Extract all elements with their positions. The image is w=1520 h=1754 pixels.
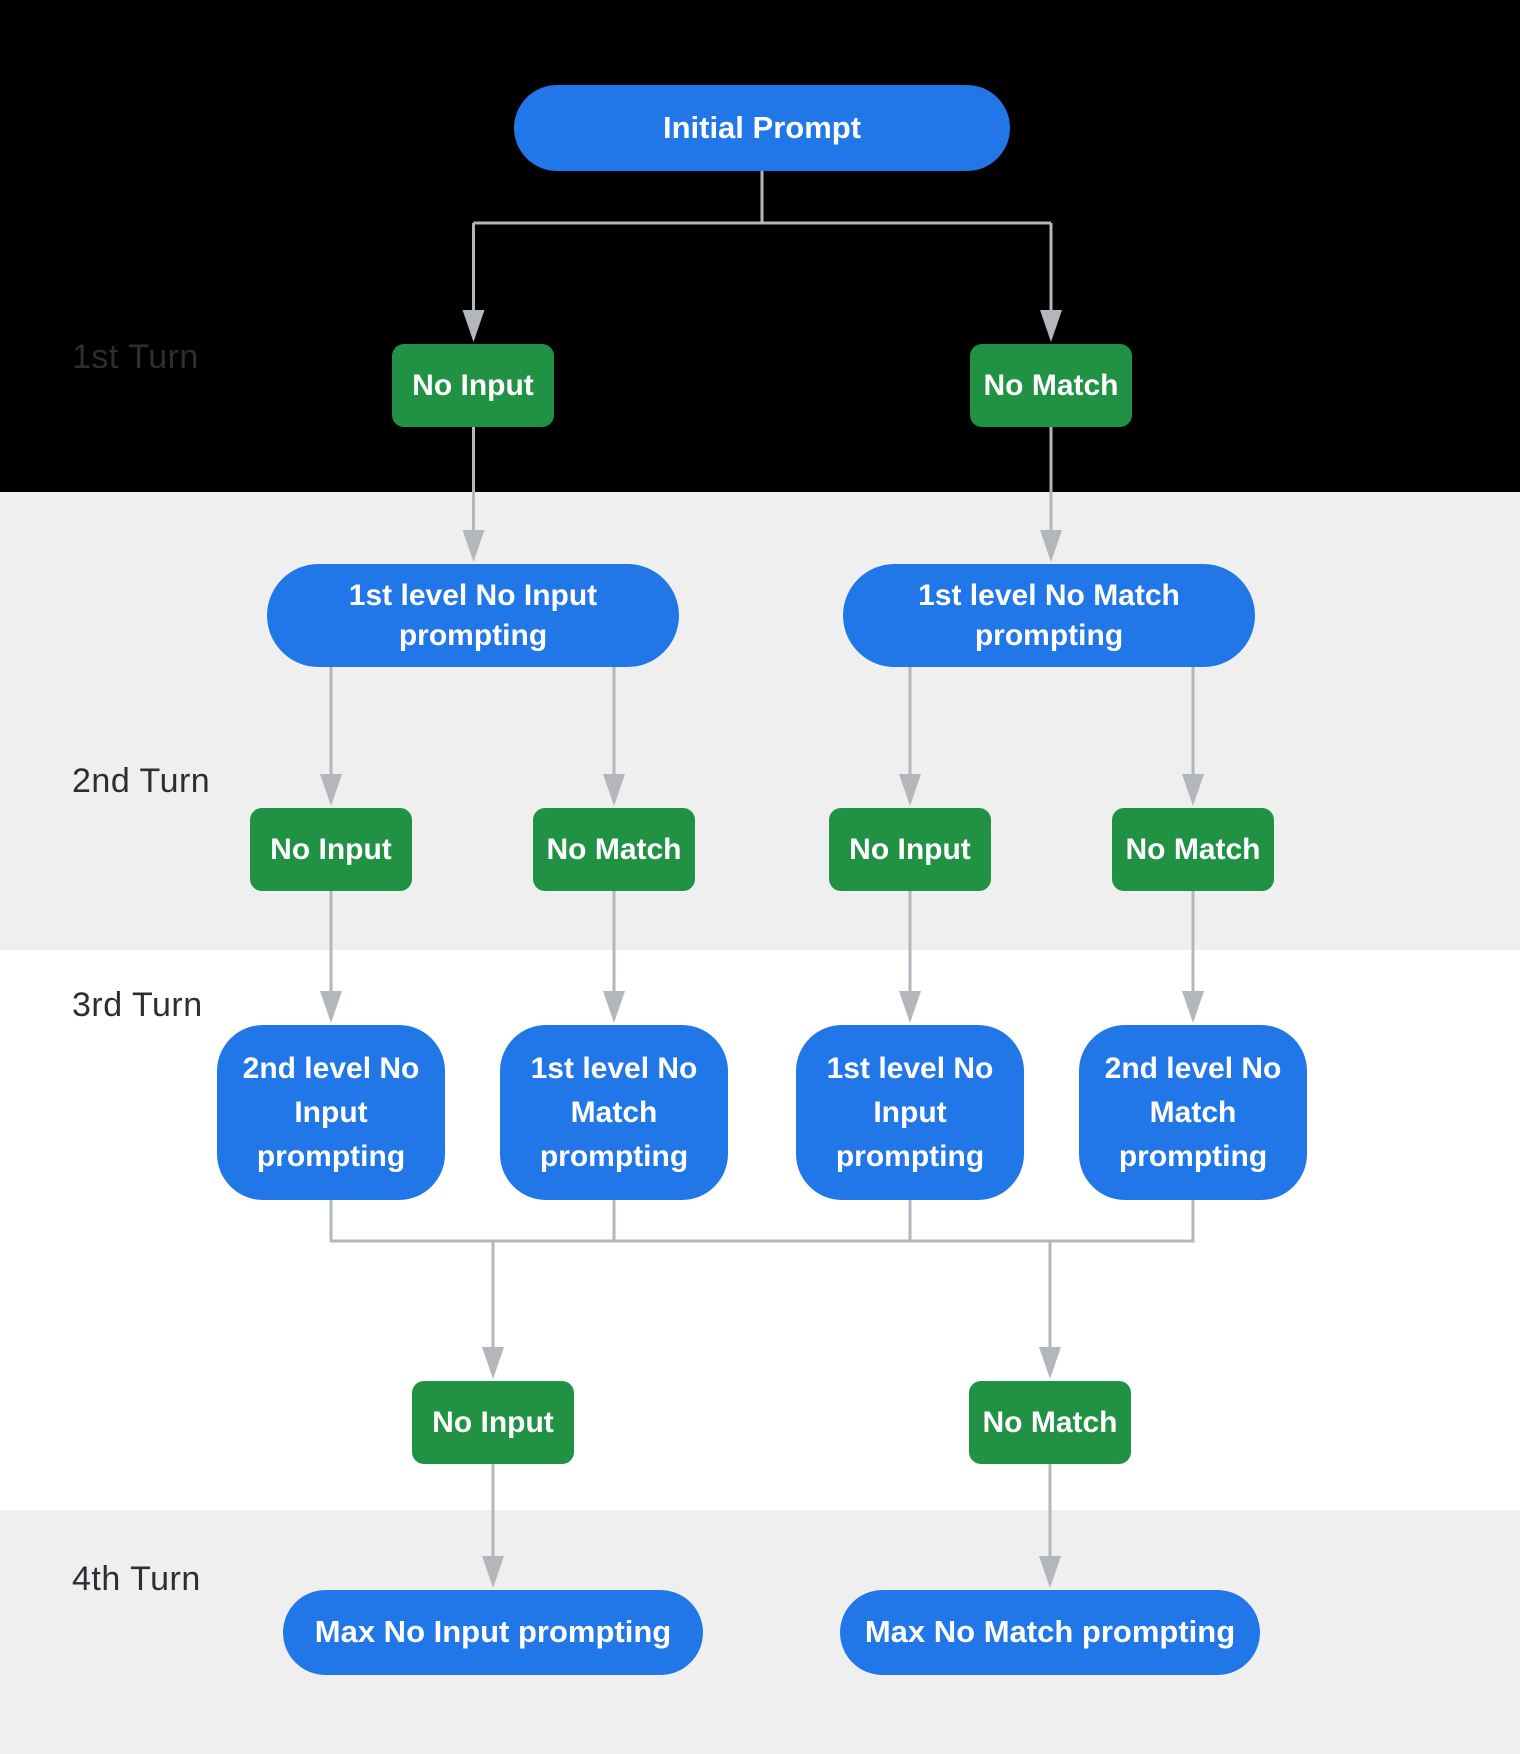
node-merge-no-match: No Match (969, 1381, 1131, 1464)
node-t2-no-match-2: No Match (1112, 808, 1274, 891)
turn-label-4: 4th Turn (72, 1560, 201, 1598)
node-t1-no-input: No Input (392, 344, 554, 427)
band-turn-4 (0, 1510, 1520, 1754)
node-t1-no-match: No Match (970, 344, 1132, 427)
band-turn-1 (0, 0, 1520, 492)
node-1st-level-no-match-prompting: 1st level No Match prompting (843, 564, 1255, 667)
node-t2-no-input-1: No Input (250, 808, 412, 891)
node-merge-no-input: No Input (412, 1381, 574, 1464)
node-1st-level-no-input-prompting: 1st level No Input prompting (267, 564, 679, 667)
node-1st-level-no-match-prompting-2: 1st level No Match prompting (500, 1025, 728, 1200)
node-2nd-level-no-match-prompting: 2nd level No Match prompting (1079, 1025, 1307, 1200)
node-t2-no-input-2: No Input (829, 808, 991, 891)
turn-label-2: 2nd Turn (72, 762, 211, 800)
node-max-no-match-prompting: Max No Match prompting (840, 1590, 1260, 1675)
node-t2-no-match-1: No Match (533, 808, 695, 891)
node-max-no-input-prompting: Max No Input prompting (283, 1590, 703, 1675)
node-1st-level-no-input-prompting-2: 1st level No Input prompting (796, 1025, 1024, 1200)
turn-label-3: 3rd Turn (72, 986, 203, 1024)
node-initial-prompt: Initial Prompt (514, 85, 1010, 171)
turn-label-1: 1st Turn (72, 338, 199, 376)
node-2nd-level-no-input-prompting: 2nd level No Input prompting (217, 1025, 445, 1200)
